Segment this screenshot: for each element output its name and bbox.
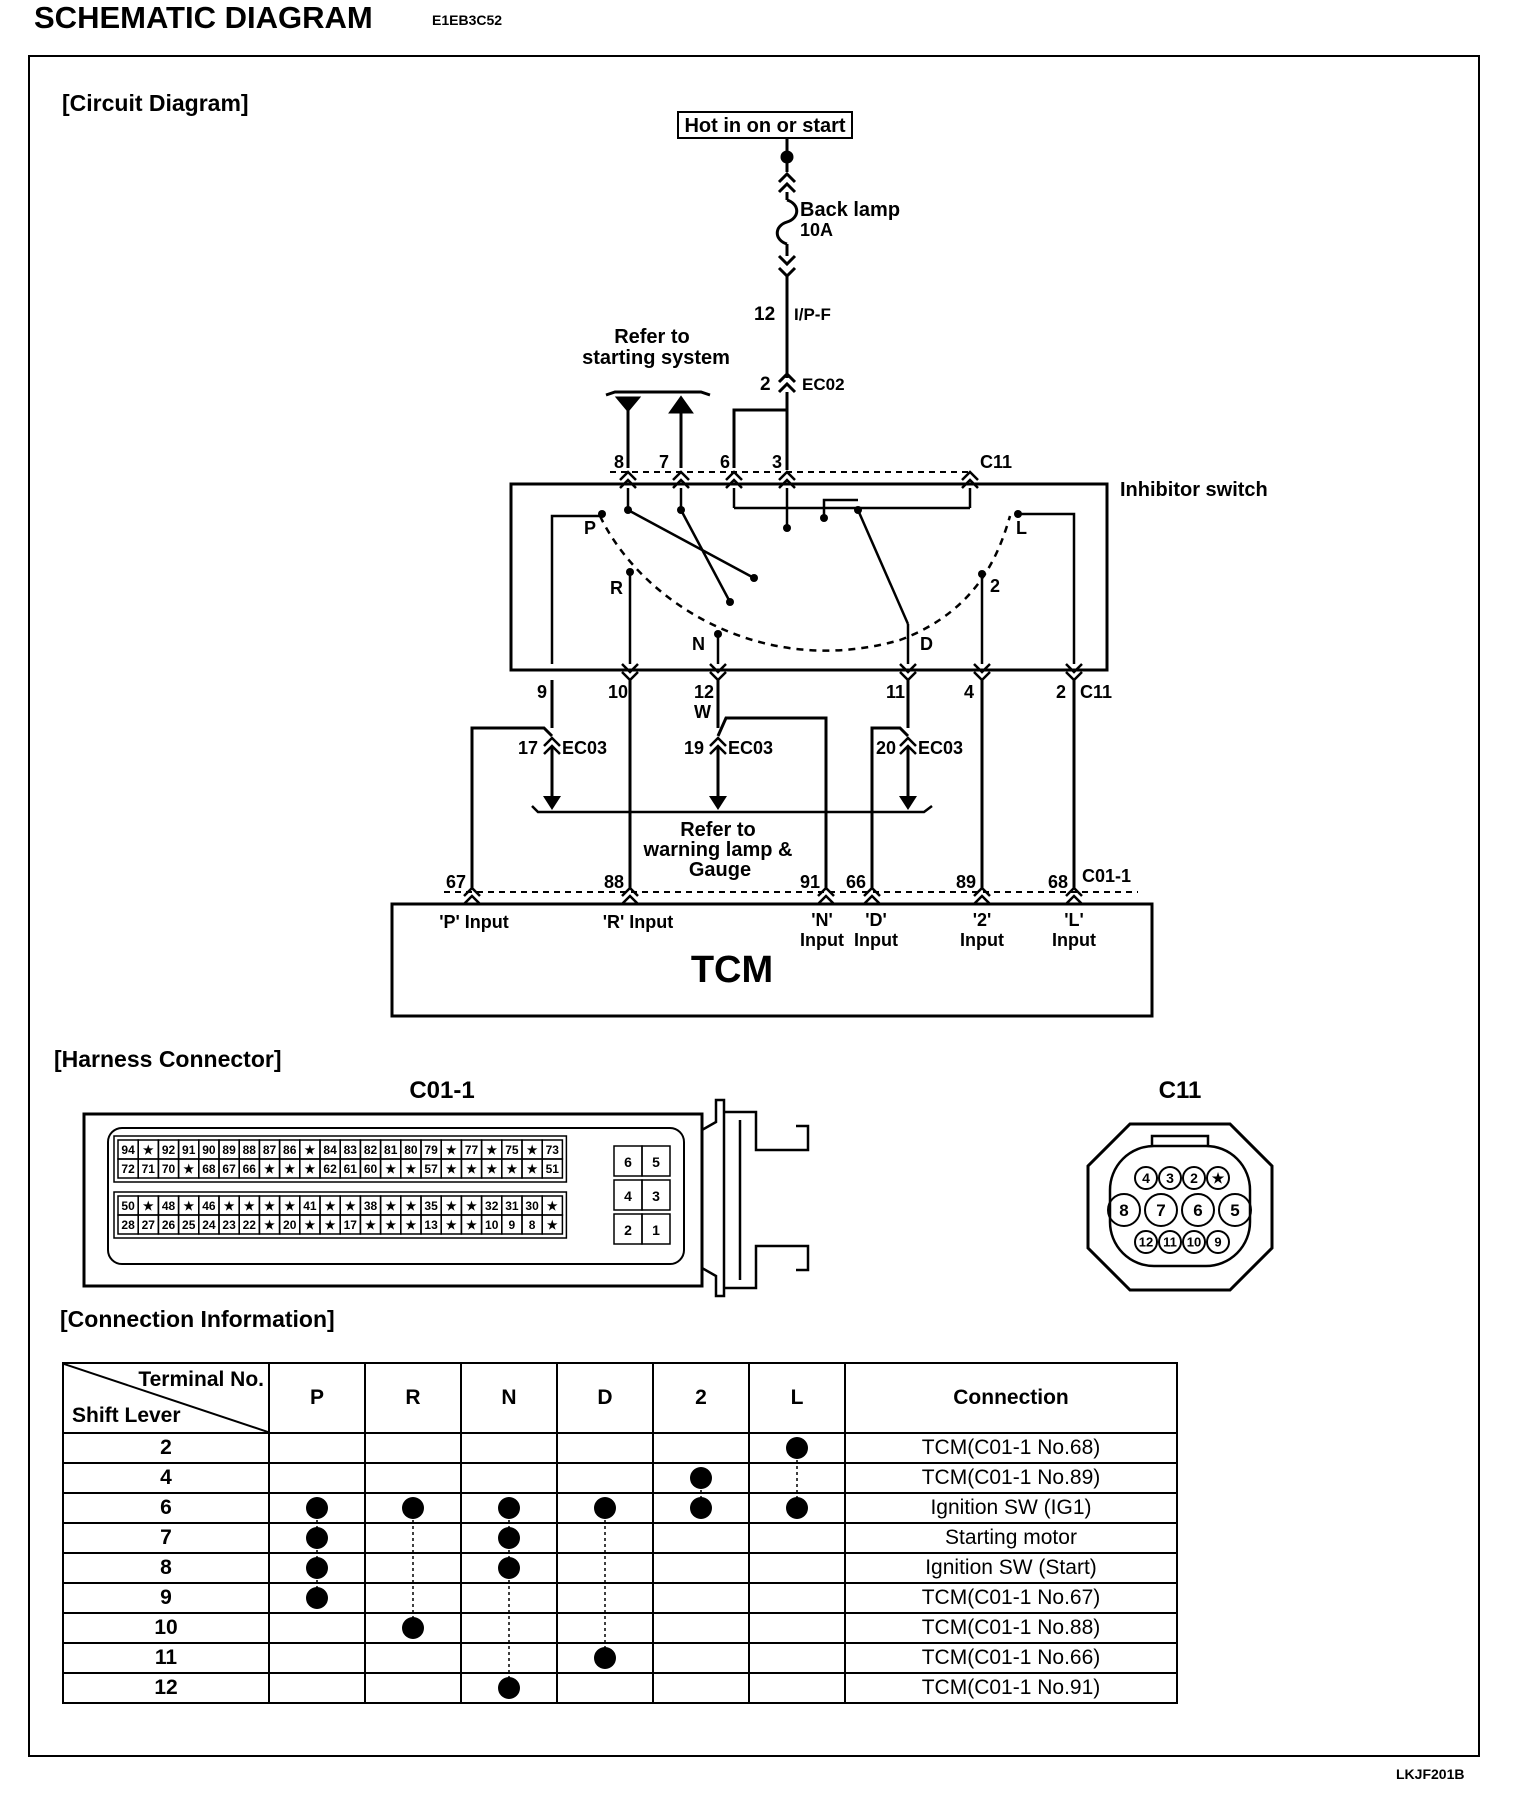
cell-2 — [652, 1522, 750, 1554]
cell-d — [556, 1642, 654, 1674]
cell-n — [460, 1612, 558, 1644]
cell-2 — [652, 1642, 750, 1674]
cell-n — [460, 1492, 558, 1524]
connection-description: TCM(C01-1 No.89) — [844, 1462, 1178, 1494]
cell-l — [748, 1582, 846, 1614]
table-row: 9 TCM(C01-1 No.67) — [62, 1582, 1178, 1614]
diagram-frame — [28, 55, 1480, 1757]
table-corner: Terminal No. Shift Lever — [62, 1362, 270, 1434]
cell-l — [748, 1462, 846, 1494]
terminal-number: 7 — [62, 1522, 270, 1554]
cell-n — [460, 1642, 558, 1674]
cell-2 — [652, 1462, 750, 1494]
cell-r — [364, 1522, 462, 1554]
doc-code: E1EB3C52 — [432, 12, 503, 28]
cell-2 — [652, 1582, 750, 1614]
cell-r — [364, 1612, 462, 1644]
cell-r — [364, 1462, 462, 1494]
cell-p — [268, 1672, 366, 1704]
connection-description: Ignition SW (Start) — [844, 1552, 1178, 1584]
corner-terminal-label: Terminal No. — [138, 1368, 264, 1391]
cell-d — [556, 1462, 654, 1494]
connection-description: TCM(C01-1 No.91) — [844, 1672, 1178, 1704]
terminal-number: 8 — [62, 1552, 270, 1584]
section-harness-label: [Harness Connector] — [54, 1046, 282, 1072]
cell-d — [556, 1612, 654, 1644]
col-header-n: N — [460, 1362, 558, 1434]
cell-2 — [652, 1672, 750, 1704]
table-row: 4 TCM(C01-1 No.89) — [62, 1462, 1178, 1494]
section-circuit-label: [Circuit Diagram] — [62, 90, 249, 116]
cell-l — [748, 1612, 846, 1644]
cell-p — [268, 1612, 366, 1644]
col-header-l: L — [748, 1362, 846, 1434]
connection-description: TCM(C01-1 No.68) — [844, 1432, 1178, 1464]
cell-r — [364, 1672, 462, 1704]
cell-2 — [652, 1552, 750, 1584]
cell-p — [268, 1462, 366, 1494]
cell-n — [460, 1552, 558, 1584]
cell-d — [556, 1672, 654, 1704]
cell-p — [268, 1552, 366, 1584]
table-row: 2 TCM(C01-1 No.68) — [62, 1432, 1178, 1464]
cell-l — [748, 1672, 846, 1704]
terminal-number: 9 — [62, 1582, 270, 1614]
cell-n — [460, 1672, 558, 1704]
col-header-d: D — [556, 1362, 654, 1434]
cell-r — [364, 1432, 462, 1464]
cell-r — [364, 1552, 462, 1584]
terminal-number: 11 — [62, 1642, 270, 1674]
cell-l — [748, 1642, 846, 1674]
connection-description: TCM(C01-1 No.66) — [844, 1642, 1178, 1674]
cell-l — [748, 1432, 846, 1464]
section-connection-label: [Connection Information] — [60, 1306, 335, 1332]
page-title: SCHEMATIC DIAGRAM — [34, 0, 373, 35]
connection-table: Terminal No. Shift Lever P R N D 2 L Con… — [62, 1362, 1178, 1704]
table-row: 6 Ignition SW (IG1) — [62, 1492, 1178, 1524]
cell-r — [364, 1582, 462, 1614]
col-header-2: 2 — [652, 1362, 750, 1434]
col-header-connection: Connection — [844, 1362, 1178, 1434]
cell-p — [268, 1492, 366, 1524]
cell-l — [748, 1552, 846, 1584]
cell-d — [556, 1432, 654, 1464]
cell-d — [556, 1552, 654, 1584]
cell-n — [460, 1432, 558, 1464]
connection-description: Ignition SW (IG1) — [844, 1492, 1178, 1524]
terminal-number: 4 — [62, 1462, 270, 1494]
cell-r — [364, 1642, 462, 1674]
col-header-r: R — [364, 1362, 462, 1434]
terminal-number: 6 — [62, 1492, 270, 1524]
cell-n — [460, 1462, 558, 1494]
cell-d — [556, 1492, 654, 1524]
table-row: 8 Ignition SW (Start) — [62, 1552, 1178, 1584]
connection-description: TCM(C01-1 No.88) — [844, 1612, 1178, 1644]
cell-2 — [652, 1612, 750, 1644]
cell-n — [460, 1582, 558, 1614]
connection-description: Starting motor — [844, 1522, 1178, 1554]
cell-2 — [652, 1432, 750, 1464]
cell-p — [268, 1582, 366, 1614]
cell-p — [268, 1522, 366, 1554]
cell-p — [268, 1642, 366, 1674]
cell-l — [748, 1492, 846, 1524]
cell-p — [268, 1432, 366, 1464]
table-row: 12 TCM(C01-1 No.91) — [62, 1672, 1178, 1704]
col-header-p: P — [268, 1362, 366, 1434]
table-row: 7 Starting motor — [62, 1522, 1178, 1554]
cell-d — [556, 1522, 654, 1554]
table-row: 10 TCM(C01-1 No.88) — [62, 1612, 1178, 1644]
corner-shift-label: Shift Lever — [72, 1404, 181, 1427]
terminal-number: 10 — [62, 1612, 270, 1644]
cell-2 — [652, 1492, 750, 1524]
table-row: 11 TCM(C01-1 No.66) — [62, 1642, 1178, 1674]
cell-n — [460, 1522, 558, 1554]
terminal-number: 12 — [62, 1672, 270, 1704]
cell-l — [748, 1522, 846, 1554]
cell-d — [556, 1582, 654, 1614]
cell-r — [364, 1492, 462, 1524]
footer-code: LKJF201B — [1396, 1766, 1465, 1782]
terminal-number: 2 — [62, 1432, 270, 1464]
connection-description: TCM(C01-1 No.67) — [844, 1582, 1178, 1614]
